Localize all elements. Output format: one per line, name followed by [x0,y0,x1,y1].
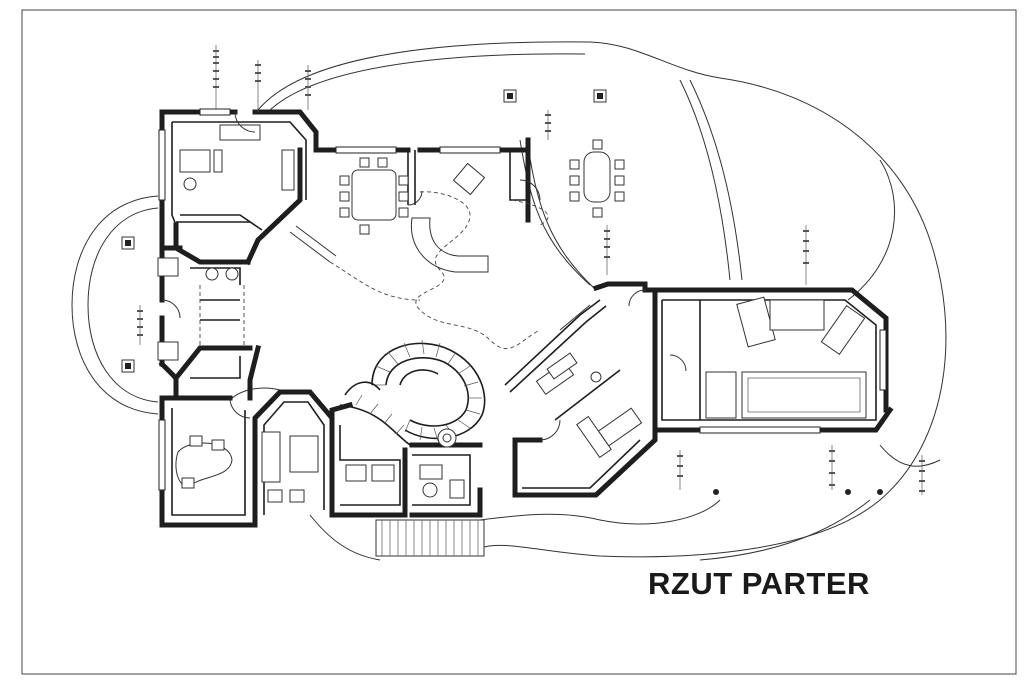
dashed-lines [199,191,549,349]
site-contours [71,41,947,561]
interior-wall-lines [171,121,877,516]
spiral-staircase [339,339,486,448]
annotation-ticks [137,50,925,492]
window-marks [158,108,887,491]
door-swings [161,111,687,441]
sheet-border [21,9,1017,675]
exterior-walls [158,109,894,528]
site-columns [121,89,883,495]
entrance-steps [375,519,485,557]
furniture [157,124,867,503]
drawing-title: RZUT PARTER [648,566,870,601]
